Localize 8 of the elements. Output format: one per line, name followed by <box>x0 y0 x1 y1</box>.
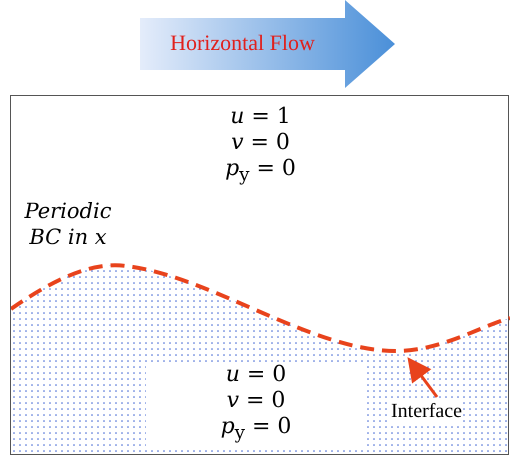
equation: u = 0 <box>146 362 366 388</box>
equation: u = 1 <box>229 104 292 130</box>
equation: p$_{y}$ = 0 <box>224 156 297 188</box>
equation: p$_{y}$ = 0 <box>146 414 366 446</box>
arrow-label: Horizontal Flow <box>169 30 316 56</box>
domain-box <box>10 95 509 455</box>
equation: v = 0 <box>230 130 291 156</box>
boundary-note: Periodic BC in x <box>23 198 112 250</box>
